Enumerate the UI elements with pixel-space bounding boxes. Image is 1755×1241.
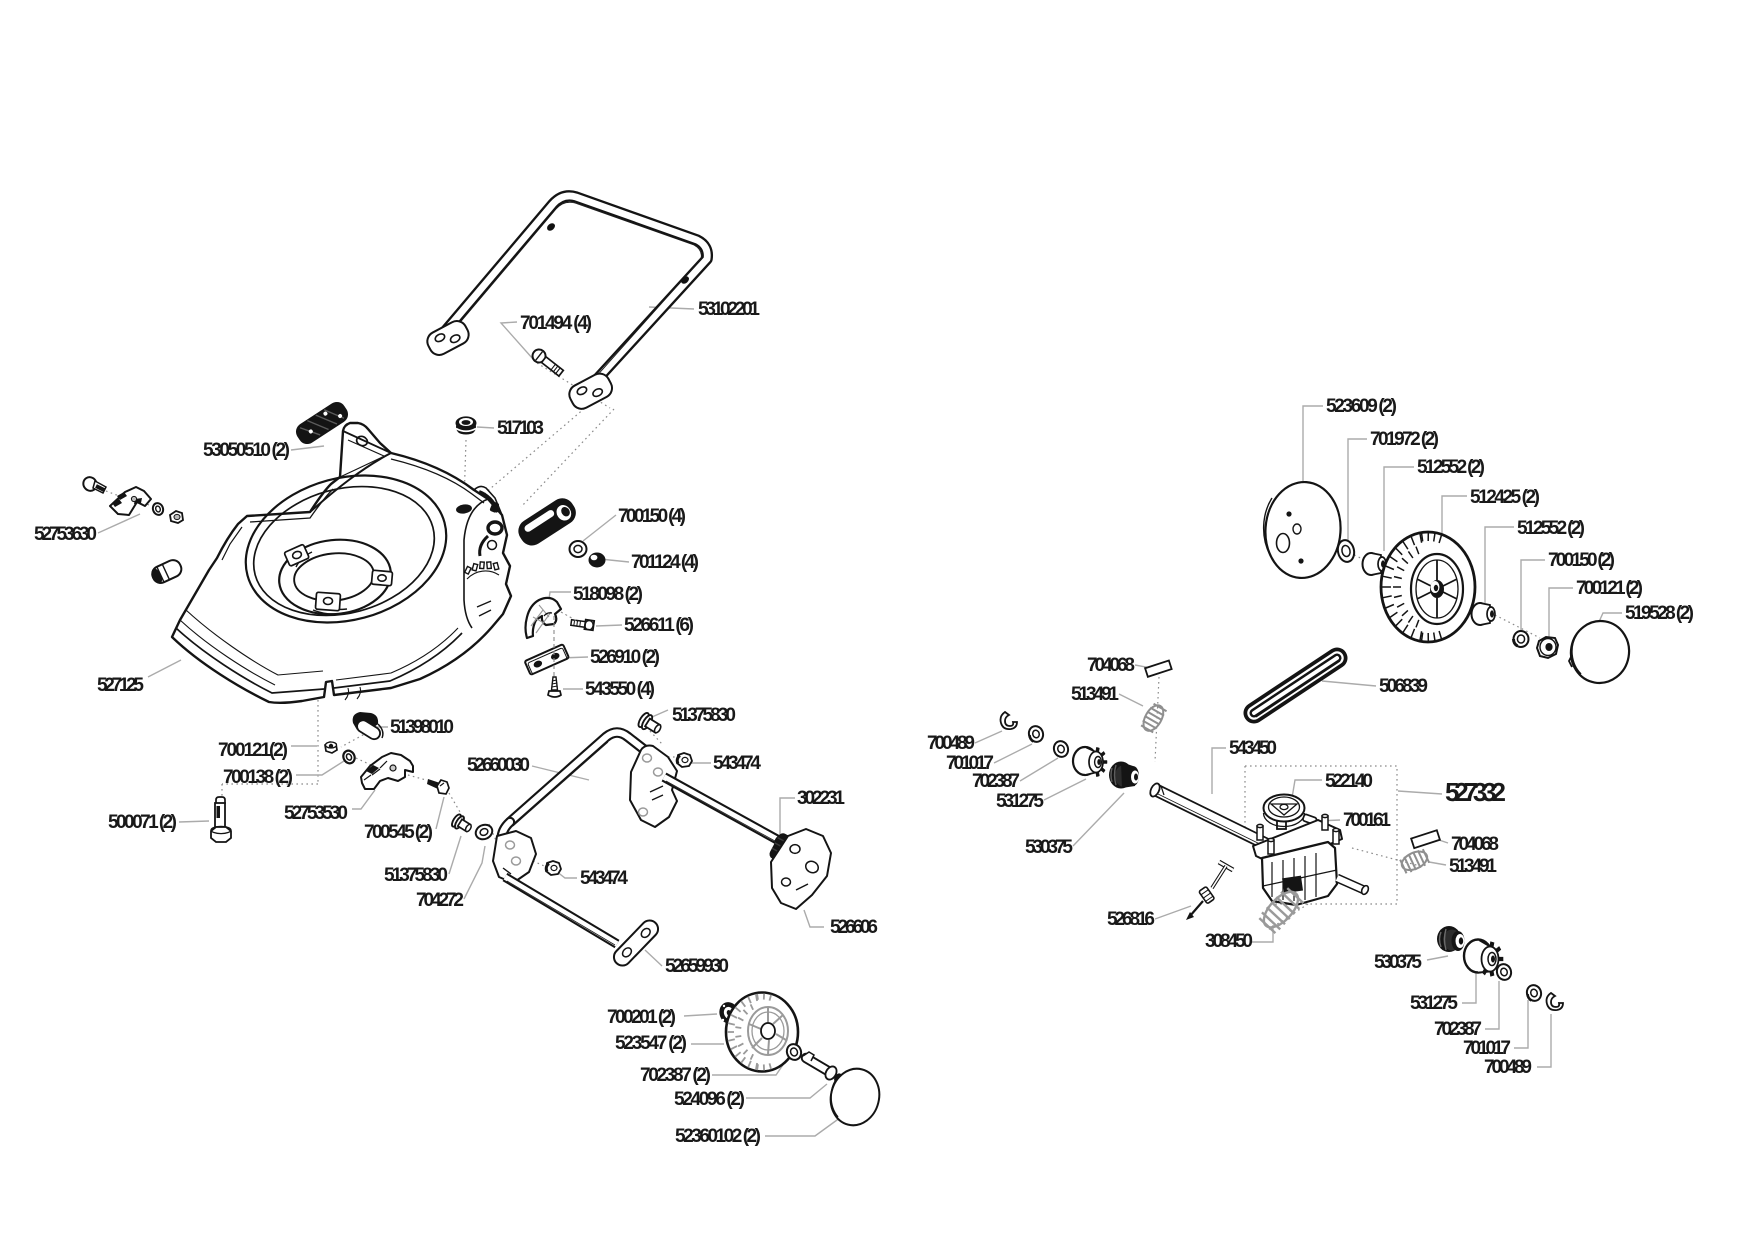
svg-text:543474: 543474 bbox=[580, 868, 628, 889]
svg-text:701124 (4): 701124 (4) bbox=[631, 552, 699, 573]
svg-text:704272: 704272 bbox=[416, 890, 464, 911]
svg-text:52360102 (2): 52360102 (2) bbox=[675, 1126, 761, 1147]
svg-text:52753530: 52753530 bbox=[284, 803, 348, 824]
svg-text:704068: 704068 bbox=[1451, 834, 1499, 855]
svg-text:543474: 543474 bbox=[713, 753, 761, 774]
svg-text:700121(2): 700121(2) bbox=[218, 740, 288, 761]
svg-text:543450: 543450 bbox=[1229, 738, 1277, 759]
svg-text:527332: 527332 bbox=[1445, 777, 1506, 807]
svg-text:530375: 530375 bbox=[1025, 837, 1073, 858]
svg-text:700489: 700489 bbox=[1484, 1057, 1532, 1078]
svg-text:700121 (2): 700121 (2) bbox=[1576, 578, 1643, 599]
svg-text:526611 (6): 526611 (6) bbox=[624, 615, 694, 636]
svg-text:700545 (2): 700545 (2) bbox=[364, 822, 433, 843]
svg-text:506839: 506839 bbox=[1379, 676, 1428, 697]
svg-text:702387 (2): 702387 (2) bbox=[640, 1065, 711, 1086]
svg-text:51398010: 51398010 bbox=[390, 717, 454, 738]
svg-text:513491: 513491 bbox=[1449, 856, 1497, 877]
svg-text:701017: 701017 bbox=[946, 753, 994, 774]
svg-text:512552 (2): 512552 (2) bbox=[1417, 457, 1485, 478]
svg-text:526606: 526606 bbox=[830, 917, 878, 938]
svg-text:512425 (2): 512425 (2) bbox=[1470, 487, 1540, 508]
svg-text:702387: 702387 bbox=[1434, 1019, 1482, 1040]
svg-text:308450: 308450 bbox=[1205, 931, 1253, 952]
svg-text:701494 (4): 701494 (4) bbox=[520, 313, 592, 334]
svg-text:519528 (2): 519528 (2) bbox=[1625, 603, 1694, 624]
svg-text:530375: 530375 bbox=[1374, 952, 1422, 973]
svg-text:700138 (2): 700138 (2) bbox=[223, 767, 293, 788]
svg-text:700201 (2): 700201 (2) bbox=[607, 1007, 676, 1028]
svg-text:543550 (4): 543550 (4) bbox=[585, 679, 655, 700]
svg-text:53050510 (2): 53050510 (2) bbox=[203, 440, 290, 461]
svg-text:526910 (2): 526910 (2) bbox=[590, 647, 660, 668]
svg-text:52660030: 52660030 bbox=[467, 755, 530, 776]
svg-text:52659930: 52659930 bbox=[665, 956, 729, 977]
svg-text:513491: 513491 bbox=[1071, 684, 1119, 705]
svg-text:704068: 704068 bbox=[1087, 655, 1135, 676]
svg-text:700150 (2): 700150 (2) bbox=[1548, 550, 1615, 571]
svg-text:512552 (2): 512552 (2) bbox=[1517, 518, 1585, 539]
svg-text:517103: 517103 bbox=[497, 418, 544, 439]
svg-text:52753630: 52753630 bbox=[34, 524, 97, 545]
svg-text:701017: 701017 bbox=[1463, 1038, 1511, 1059]
svg-text:524096 (2): 524096 (2) bbox=[674, 1089, 745, 1110]
svg-text:53102201: 53102201 bbox=[698, 299, 760, 320]
svg-text:700150 (4): 700150 (4) bbox=[618, 506, 686, 527]
svg-text:700161: 700161 bbox=[1343, 810, 1391, 831]
svg-text:500071 (2): 500071 (2) bbox=[108, 812, 177, 833]
svg-text:531275: 531275 bbox=[1410, 993, 1458, 1014]
svg-text:700489: 700489 bbox=[927, 733, 975, 754]
svg-text:523609 (2): 523609 (2) bbox=[1326, 396, 1397, 417]
svg-text:523547 (2): 523547 (2) bbox=[615, 1033, 687, 1054]
svg-text:518098 (2): 518098 (2) bbox=[573, 584, 643, 605]
svg-text:531275: 531275 bbox=[996, 791, 1044, 812]
svg-text:702387: 702387 bbox=[972, 771, 1020, 792]
svg-text:527125: 527125 bbox=[97, 675, 144, 696]
svg-text:522140: 522140 bbox=[1325, 771, 1373, 792]
svg-text:701972 (2): 701972 (2) bbox=[1370, 429, 1439, 450]
svg-text:51375830: 51375830 bbox=[672, 705, 736, 726]
svg-text:302231: 302231 bbox=[797, 788, 845, 809]
svg-text:51375830: 51375830 bbox=[384, 865, 448, 886]
svg-text:526816: 526816 bbox=[1107, 909, 1155, 930]
